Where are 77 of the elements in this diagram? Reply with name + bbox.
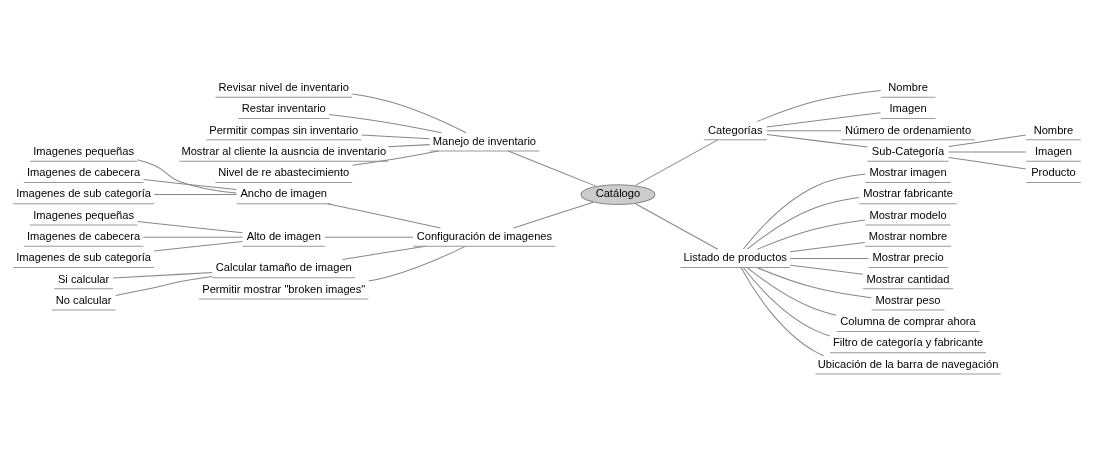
node-text: Producto: [1031, 165, 1076, 178]
connector: [742, 173, 866, 250]
node-text: Restar inventario: [241, 101, 326, 114]
node-text: Nivel de re abastecimiento: [218, 165, 350, 178]
connector: [948, 156, 1027, 170]
connector: [326, 202, 441, 228]
connector: [328, 113, 442, 133]
node-text: Mostrar precio: [872, 250, 944, 263]
connector: [789, 264, 864, 275]
connector: [746, 266, 837, 316]
node-text: Imagenes pequeñas: [33, 208, 135, 221]
connector: [341, 245, 427, 260]
node-text: Mostrar peso: [875, 293, 941, 306]
node-text: Imagenes pequeñas: [33, 144, 135, 157]
connector: [153, 193, 238, 195]
node-text: Ubicación de la barra de navegación: [817, 357, 999, 370]
node-text: Mostrar cantidad: [866, 272, 950, 285]
node-text: Imagenes de cabecera: [27, 165, 141, 178]
connector: [756, 266, 872, 298]
connector: [948, 151, 1027, 153]
connector: [137, 158, 237, 194]
node-text: Ancho de imagen: [240, 186, 328, 199]
node-text: Imagenes de sub categoría: [16, 186, 152, 199]
connector: [766, 111, 881, 127]
node-text: Mostrar fabricante: [863, 186, 953, 199]
node-text: Nombre: [1033, 123, 1074, 136]
connector: [143, 236, 244, 238]
connector: [634, 202, 719, 250]
connector: [766, 133, 868, 148]
connector: [507, 150, 597, 187]
connector: [756, 89, 882, 122]
connector: [789, 241, 866, 252]
node-text: Sub-Categoría: [871, 144, 945, 157]
node-text: Categorías: [708, 123, 763, 136]
node-text: Mostrar modelo: [869, 208, 947, 221]
node-text: Mostrar nombre: [868, 229, 948, 242]
connector: [948, 133, 1027, 147]
node-text: Imagenes de sub categoría: [16, 250, 152, 263]
connector: [742, 266, 831, 336]
connector: [513, 201, 594, 228]
node-text: Manejo de inventario: [432, 134, 537, 147]
node-text: Filtro de categoría y fabricante: [832, 335, 984, 348]
connector: [387, 143, 431, 147]
node-text: Permitir compas sin inventario: [209, 123, 359, 136]
connector: [351, 93, 467, 133]
connector: [361, 134, 431, 139]
connector: [634, 138, 719, 186]
connector: [324, 236, 414, 238]
node-text: Calcular tamaño de imagen: [215, 260, 352, 273]
node-text: Revisar nivel de inventario: [218, 80, 349, 93]
connector: [143, 178, 237, 190]
node-ellipse: Catálogo: [580, 183, 656, 205]
node-text: Columna de comprar ahora: [840, 314, 976, 327]
connector: [746, 196, 860, 250]
connector: [351, 150, 439, 166]
connector: [756, 218, 866, 250]
node-text: Configuración de imagenes: [416, 229, 553, 242]
node-text: Mostrar imagen: [869, 165, 947, 178]
connector: [766, 129, 842, 131]
node-text: Alto de imagen: [246, 229, 321, 242]
connector: [368, 245, 466, 282]
connector: [136, 220, 244, 233]
node-text: Imagenes de cabecera: [27, 229, 141, 242]
node-text: Listado de productos: [683, 250, 787, 263]
node-text: Imagen: [1034, 144, 1073, 157]
node-text: Mostrar al cliente la ausncia de inventario: [181, 144, 387, 157]
node-text: Nombre: [888, 80, 928, 93]
node-text: No calcular: [55, 293, 112, 306]
connector: [153, 240, 243, 251]
node-text: Si calcular: [57, 272, 110, 285]
connector: [115, 275, 213, 296]
connector: [789, 257, 869, 259]
connector: [740, 266, 825, 356]
node-text: Número de ordenamiento: [844, 123, 972, 136]
connector: [112, 271, 213, 279]
node-text: Imagen: [889, 101, 927, 114]
node-text: Permitir mostrar "broken images": [202, 282, 366, 295]
